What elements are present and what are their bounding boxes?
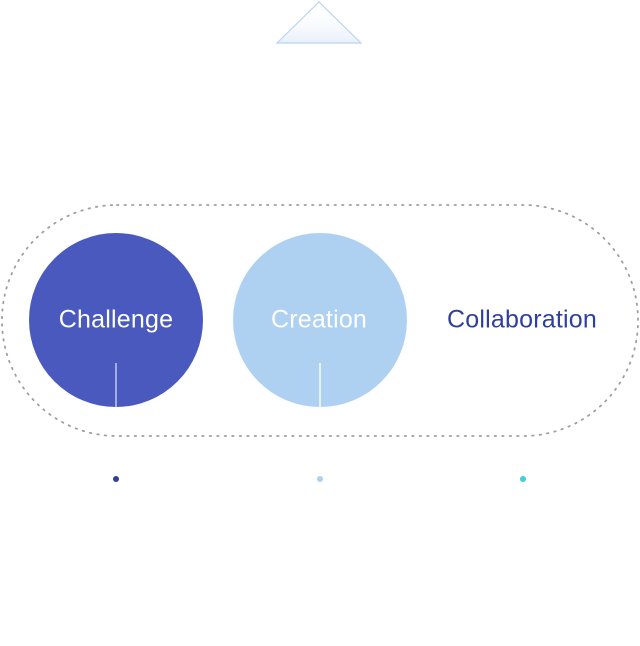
stage-circle-creation bbox=[233, 233, 407, 407]
stage-circle-challenge bbox=[29, 233, 203, 407]
stage-label-creation: Creation bbox=[270, 305, 368, 334]
stage-dot-collaboration bbox=[520, 476, 526, 482]
stage-label-collaboration: Collaboration bbox=[447, 305, 597, 334]
capsule-outline bbox=[1, 204, 639, 437]
stage-dot-creation bbox=[317, 476, 323, 482]
stage-label-challenge: Challenge bbox=[58, 305, 174, 334]
stage-dot-challenge bbox=[113, 476, 119, 482]
top-triangle-marker bbox=[275, 1, 363, 44]
